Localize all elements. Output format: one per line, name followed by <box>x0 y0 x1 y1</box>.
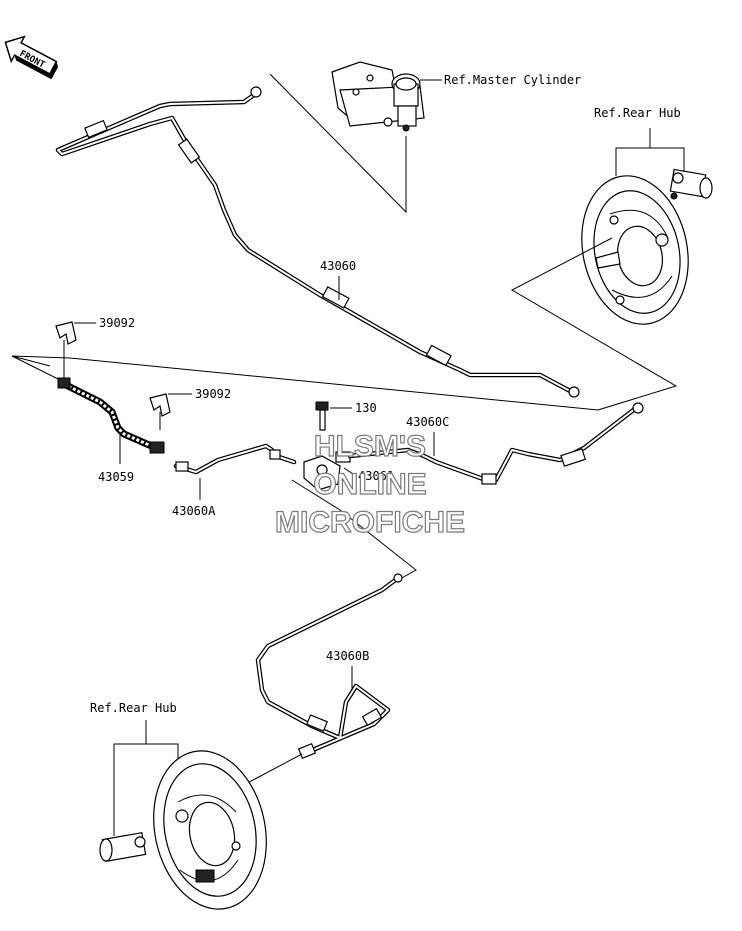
clip-39092-a <box>55 321 77 345</box>
label-43060: 43060 <box>320 259 356 273</box>
master-cylinder <box>331 61 425 132</box>
wheel-cylinder-top <box>669 168 713 200</box>
rear-hub-top <box>581 175 689 325</box>
brake-pipe-43060A <box>173 443 297 475</box>
label-43061: 43061 <box>358 469 394 483</box>
label-rear-hub-top: Ref.Rear Hub <box>594 106 681 120</box>
watermark-line-1: HLSM'S <box>314 430 426 463</box>
bolt-130 <box>315 401 329 431</box>
label-39092-b: 39092 <box>195 387 231 401</box>
brake-pipe-43060 <box>55 86 580 398</box>
brake-pipe-43060C <box>347 402 644 485</box>
clip-39092-b <box>149 393 171 417</box>
brake-pipe-43060B <box>255 573 403 760</box>
label-39092-a: 39092 <box>99 316 135 330</box>
front-arrow-icon: FRONT <box>4 35 59 80</box>
label-130: 130 <box>355 401 377 415</box>
label-rear-hub-bottom: Ref.Rear Hub <box>90 701 177 715</box>
rear-hub-bottom <box>153 750 267 910</box>
wheel-cylinder-bottom <box>99 831 147 863</box>
label-43059: 43059 <box>98 470 134 484</box>
label-master-cylinder: Ref.Master Cylinder <box>444 73 581 87</box>
label-43060A: 43060A <box>172 504 216 518</box>
brake-hose-43059 <box>57 377 165 454</box>
watermark: HLSM'S ONLINE MICROFICHE <box>274 429 465 539</box>
watermark-line-2: ONLINE <box>313 468 426 501</box>
watermark-line-3: MICROFICHE <box>275 506 465 539</box>
label-43060B: 43060B <box>326 649 369 663</box>
junction-43061 <box>303 451 351 491</box>
label-43060C: 43060C <box>406 415 449 429</box>
